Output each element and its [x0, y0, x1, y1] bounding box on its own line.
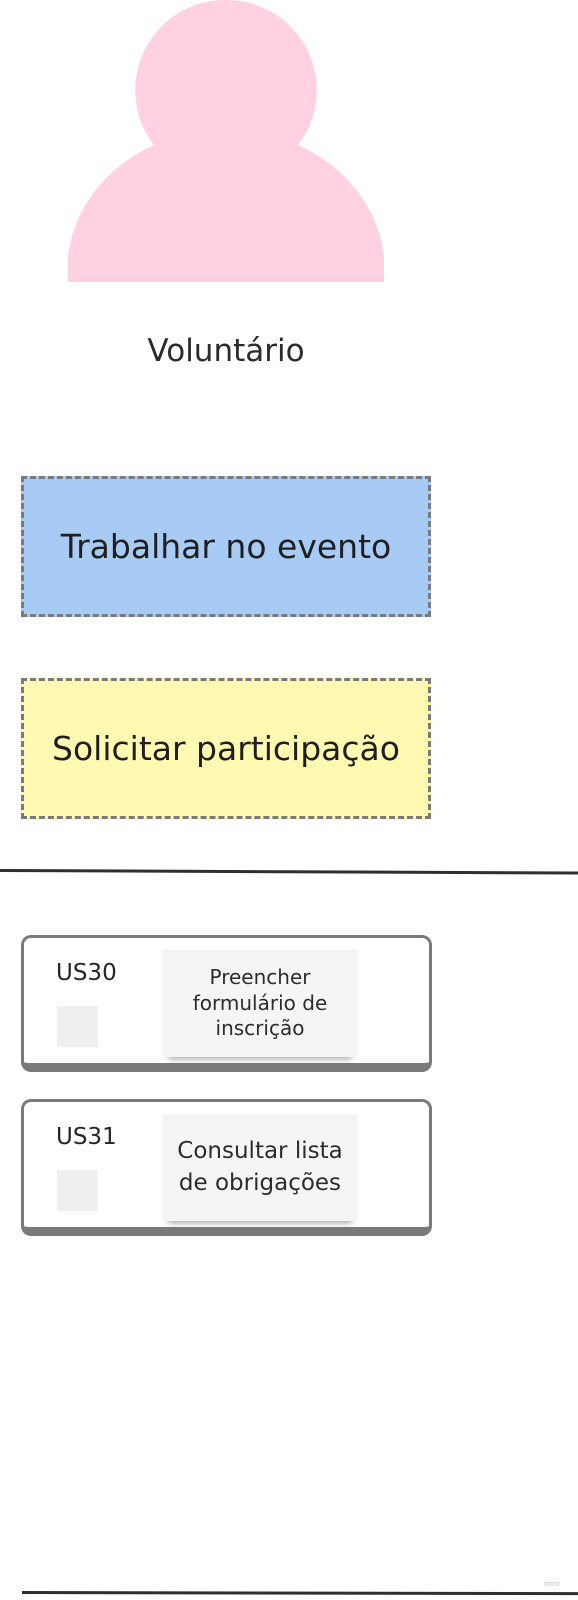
user-story-card[interactable]: US30 Preencher formulário de inscrição — [21, 935, 432, 1072]
user-silhouette-icon — [68, 0, 384, 282]
activity-label: Trabalhar no evento — [60, 527, 392, 566]
persona-name: Voluntário — [147, 333, 305, 369]
watermark-text: miro — [544, 1580, 560, 1588]
activity-card[interactable]: Trabalhar no evento — [21, 476, 431, 617]
user-story-text: Preencher formulário de inscrição — [192, 965, 328, 1041]
user-story-card[interactable]: US31 Consultar lista de obrigações — [21, 1099, 432, 1236]
bottom-divider-line — [21, 1591, 578, 1596]
release-divider-line — [0, 869, 578, 875]
user-story-id: US30 — [56, 960, 117, 986]
user-story-tag[interactable] — [57, 1006, 98, 1047]
user-story-sticky-note[interactable]: Preencher formulário de inscrição — [162, 950, 358, 1057]
user-story-tag[interactable] — [57, 1170, 98, 1211]
user-story-sticky-note[interactable]: Consultar lista de obrigações — [162, 1114, 358, 1221]
persona-silhouette — [68, 0, 384, 282]
task-label: Solicitar participação — [52, 729, 400, 768]
user-story-text: Consultar lista de obrigações — [177, 1137, 343, 1196]
task-card[interactable]: Solicitar participação — [21, 678, 431, 819]
user-story-id: US31 — [56, 1124, 117, 1150]
